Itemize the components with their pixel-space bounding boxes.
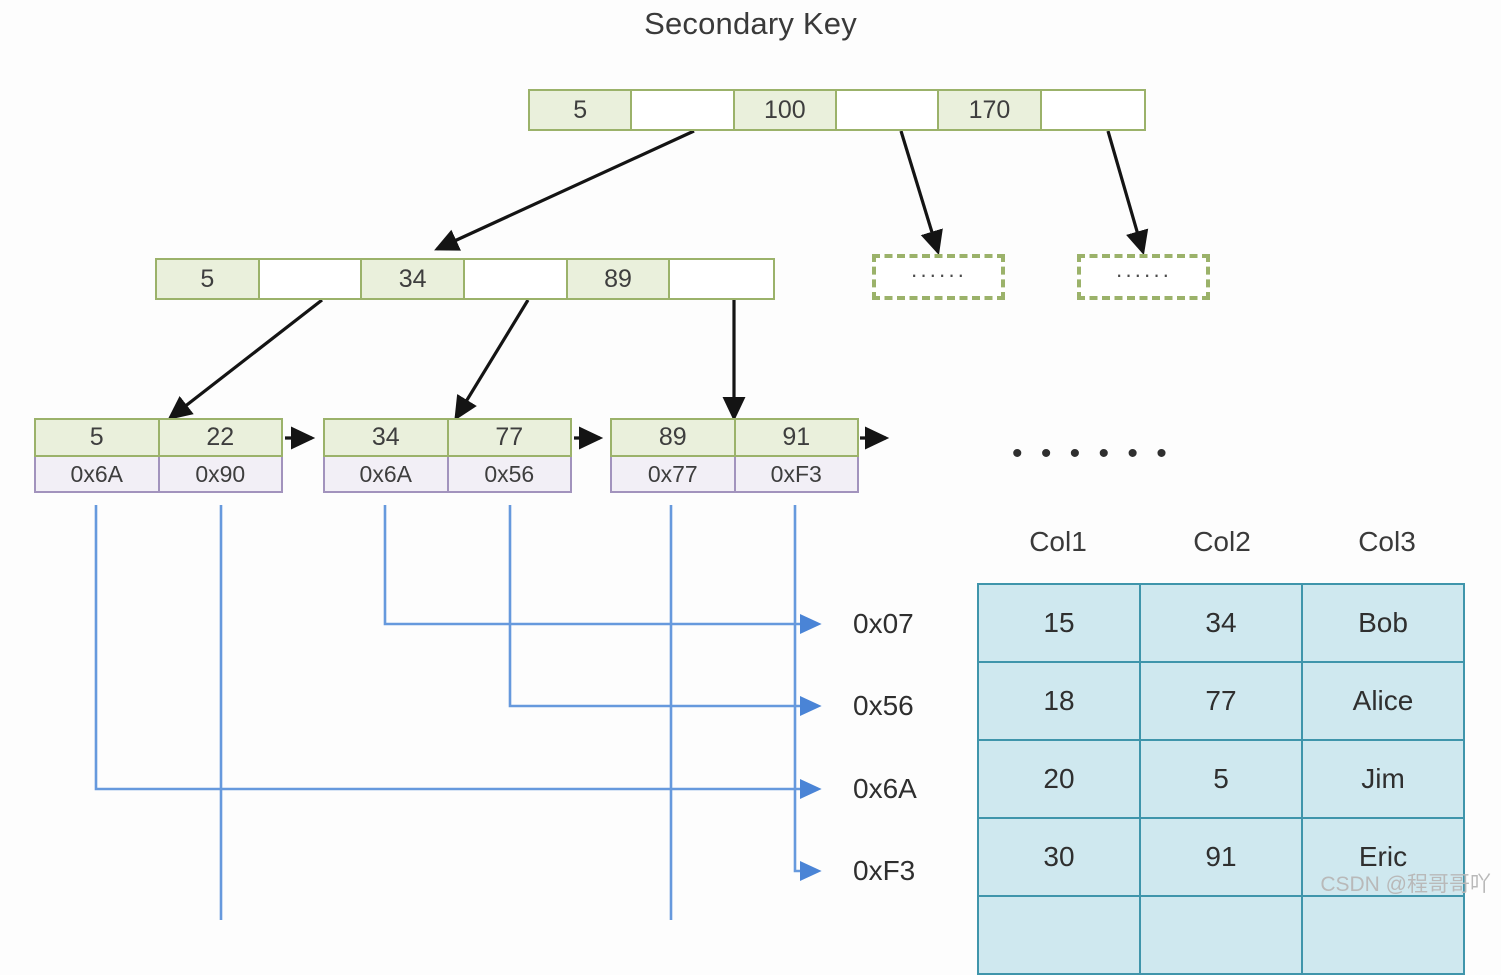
leaf-1-address-row: 0x6A 0x90	[34, 457, 283, 493]
placeholder-subtree-1[interactable]: ······	[872, 254, 1005, 300]
csdn-watermark: CSDN @程哥哥吖	[1320, 873, 1491, 896]
internal-pointer-cell-2[interactable]	[670, 260, 774, 298]
root-key-cell-1[interactable]: 100	[734, 91, 837, 129]
root-key-cell-2[interactable]: 170	[939, 91, 1042, 129]
leaf-2-address-0[interactable]: 0x6A	[325, 457, 449, 491]
table-cell[interactable]	[977, 895, 1141, 975]
table-cell[interactable]: Bob	[1301, 583, 1465, 663]
leaf-2-key-1[interactable]: 77	[495, 423, 524, 451]
table-row[interactable]: 18 77 Alice	[977, 661, 1465, 741]
internal-pointer-cell-1[interactable]	[465, 260, 568, 298]
table-cell[interactable]: 91	[1139, 817, 1303, 897]
row-address-0x6A: 0x6A	[853, 773, 917, 804]
table-row[interactable]	[977, 895, 1465, 975]
table-cell[interactable]: 20	[977, 739, 1141, 819]
table-cell[interactable]: 15	[977, 583, 1141, 663]
table-cell[interactable]: 5	[1139, 739, 1303, 819]
table-cell[interactable]: Eric	[1301, 817, 1465, 897]
leaf-1-key-row: 5 22	[34, 418, 283, 457]
leaf-3-key-1[interactable]: 91	[782, 423, 811, 451]
table-cell[interactable]	[1301, 895, 1465, 975]
leaf-node-1[interactable]: 5 22 0x6A 0x90	[34, 418, 283, 493]
table-cell[interactable]: 77	[1139, 661, 1303, 741]
leaf-2-address-1[interactable]: 0x56	[484, 460, 535, 487]
leaf-node-2[interactable]: 34 77 0x6A 0x56	[323, 418, 572, 493]
row-address-0x07: 0x07	[853, 608, 914, 639]
table-cell[interactable]: Jim	[1301, 739, 1465, 819]
root-key-cell-0[interactable]: 5	[530, 91, 633, 129]
diagram-canvas: Secondary Key	[0, 6, 1501, 975]
root-pointer-cell-0[interactable]	[632, 91, 735, 129]
root-pointer-cell-2[interactable]	[1041, 91, 1144, 129]
page-title: Secondary Key	[644, 6, 857, 41]
leaf-2-key-row: 34 77	[323, 418, 572, 457]
table-row[interactable]: 15 34 Bob	[977, 583, 1465, 663]
internal-index-node[interactable]: 5 34 89	[155, 258, 775, 300]
row-address-0xF3: 0xF3	[853, 855, 916, 886]
root-pointer-cell-1[interactable]	[836, 91, 940, 129]
internal-pointer-cell-0[interactable]	[259, 260, 363, 298]
internal-key-cell-2[interactable]: 89	[567, 260, 671, 298]
leaf-2-address-row: 0x6A 0x56	[323, 457, 572, 493]
table-row[interactable]: 20 5 Jim	[977, 739, 1465, 819]
row-address-0x56: 0x56	[853, 690, 914, 721]
leaf-3-address-1[interactable]: 0xF3	[770, 460, 822, 487]
table-cell[interactable]: 34	[1139, 583, 1303, 663]
leaf-3-address-row: 0x77 0xF3	[610, 457, 859, 493]
leaf-chain-ellipsis: • • • • • •	[1012, 437, 1172, 470]
data-table[interactable]: 15 34 Bob 18 77 Alice 20 5 Jim 30 91 Eri…	[977, 583, 1465, 975]
data-table-headers: Col1 Col2 Col3	[0, 526, 1501, 566]
table-cell[interactable]: 18	[977, 661, 1141, 741]
leaf-1-address-1[interactable]: 0x90	[195, 460, 246, 487]
ellipsis-dots: ······	[910, 262, 967, 287]
table-cell[interactable]: 30	[977, 817, 1141, 897]
table-cell[interactable]	[1139, 895, 1303, 975]
ellipsis-dots: ······	[1115, 262, 1172, 287]
table-cell[interactable]: Alice	[1301, 661, 1465, 741]
leaf-node-3[interactable]: 89 91 0x77 0xF3	[610, 418, 859, 493]
leaf-1-key-0[interactable]: 5	[36, 420, 160, 455]
column-header-col2: Col2	[1193, 526, 1251, 557]
placeholder-subtree-2[interactable]: ······	[1077, 254, 1210, 300]
leaf-1-key-1[interactable]: 22	[206, 423, 235, 451]
leaf-3-key-0[interactable]: 89	[612, 420, 736, 455]
internal-key-cell-1[interactable]: 34	[362, 260, 466, 298]
leaf-2-key-0[interactable]: 34	[325, 420, 449, 455]
leaf-3-address-0[interactable]: 0x77	[612, 457, 736, 491]
internal-key-cell-0[interactable]: 5	[157, 260, 260, 298]
column-header-col1: Col1	[1029, 526, 1087, 557]
root-index-node[interactable]: 5 100 170	[528, 89, 1146, 131]
leaf-3-key-row: 89 91	[610, 418, 859, 457]
leaf-1-address-0[interactable]: 0x6A	[36, 457, 160, 491]
column-header-col3: Col3	[1358, 526, 1416, 557]
table-row[interactable]: 30 91 Eric	[977, 817, 1465, 897]
